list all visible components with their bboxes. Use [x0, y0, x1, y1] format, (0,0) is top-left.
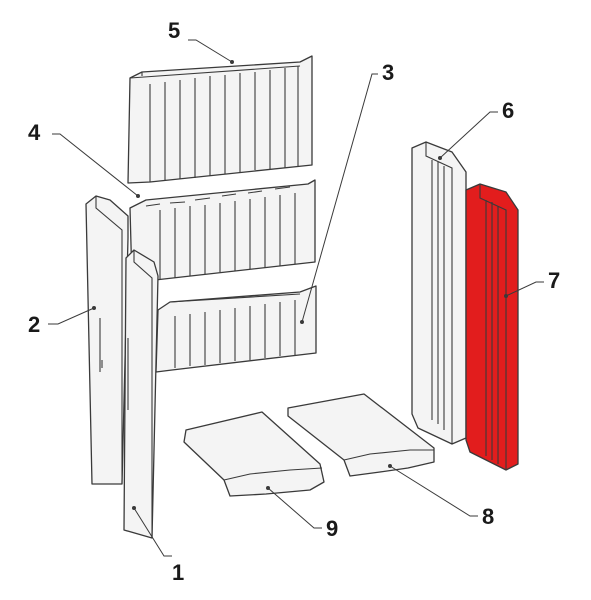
part-7-side-brick-right-front[interactable]: [465, 183, 519, 471]
part-2-side-brick-left[interactable]: [85, 195, 129, 485]
label-7: 7: [548, 268, 560, 293]
label-9: 9: [326, 516, 338, 541]
label-5: 5: [168, 18, 180, 43]
label-2: 2: [28, 312, 40, 337]
part-4-back-brick-middle[interactable]: [129, 179, 316, 283]
label-4: 4: [28, 120, 41, 145]
part-3-back-brick-lower[interactable]: [155, 285, 317, 373]
part-8-floor-tile-right[interactable]: [287, 393, 435, 477]
part-5-back-brick-top[interactable]: [127, 55, 313, 184]
label-8: 8: [482, 504, 494, 529]
label-6: 6: [502, 98, 514, 123]
part-1-side-brick-front[interactable]: [123, 249, 159, 539]
label-1: 1: [172, 560, 184, 585]
leader-lines: [48, 39, 544, 557]
part-6-side-brick-right-rear[interactable]: [411, 141, 467, 445]
part-9-floor-tile-left[interactable]: [183, 411, 325, 497]
label-3: 3: [382, 60, 394, 85]
